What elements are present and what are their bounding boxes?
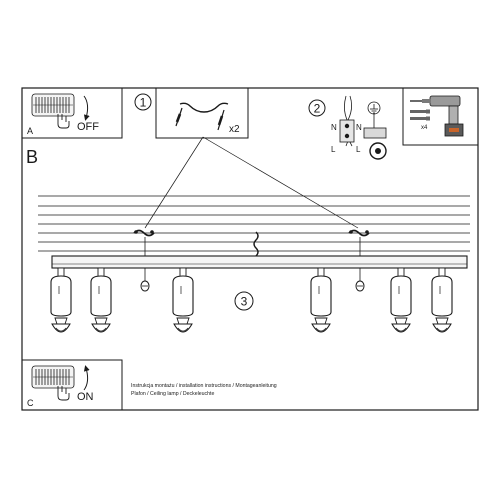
fixing-screw-left [140,268,150,292]
dowel-icon [410,109,430,121]
step-1-qty: x2 [229,124,240,135]
off-label: OFF [77,121,99,133]
spotlight [90,267,112,333]
ceiling-lines [38,195,470,252]
terminal-left-l: L [331,145,336,154]
spotlight-icon [431,275,453,317]
mounting-bracket-right [348,229,370,256]
terminal-right-l: L [356,145,361,154]
spotlight [431,267,453,333]
outer-frame [21,87,479,411]
step-1: 1 x2 [134,87,249,139]
spotlight-icon [390,275,412,317]
terminal-right-n: N [356,123,362,132]
fuse-box-icon [31,365,75,389]
switch-arrow-icon [83,365,90,391]
panel-a: OFF A [21,87,123,139]
screw-icon [217,109,225,131]
supply-cable [253,231,259,257]
panel-c: ON C [21,359,123,411]
hand-icon [57,114,70,129]
spotlight-icon [90,275,112,317]
mounting-bracket-left [133,229,155,256]
spotlight [172,267,194,333]
hand-icon [57,386,70,401]
dowel-qty: x4 [421,125,428,131]
fixing-screw-right [355,268,365,292]
tools-panel: x4 [402,87,479,146]
step-3-number: 3 [241,295,248,309]
fuse-box-icon [31,93,75,117]
lamp-rail [51,255,468,269]
spotlight [50,267,72,333]
ground-symbol-icon [367,101,381,115]
step-3: 3 [234,291,254,311]
caption-line-2: Plafon / Ceiling lamp / Deckeleuchte [131,391,214,397]
on-label: ON [77,391,94,403]
caption-line-1: Instrukcja montażu / installation instru… [131,383,277,389]
spotlight-icon [310,275,332,317]
switch-arrow-icon [83,95,90,121]
spotlight-icon [172,275,194,317]
screw-icon [175,107,183,127]
spotlight-icon [50,275,72,317]
drill-icon [410,95,464,137]
terminal-left-n: N [331,123,337,132]
spotlight [310,267,332,333]
panel-c-letter: C [27,398,34,408]
panel-a-letter: A [27,126,33,136]
spotlight [390,267,412,333]
leader-lines [144,136,359,229]
step-1-number: 1 [140,96,147,110]
terminal-block-icon [339,119,355,143]
step-2-number: 2 [314,102,321,116]
step-2: 2 N L N L [308,95,387,160]
bracket-icon [179,102,229,113]
panel-b-letter: B [26,147,38,167]
